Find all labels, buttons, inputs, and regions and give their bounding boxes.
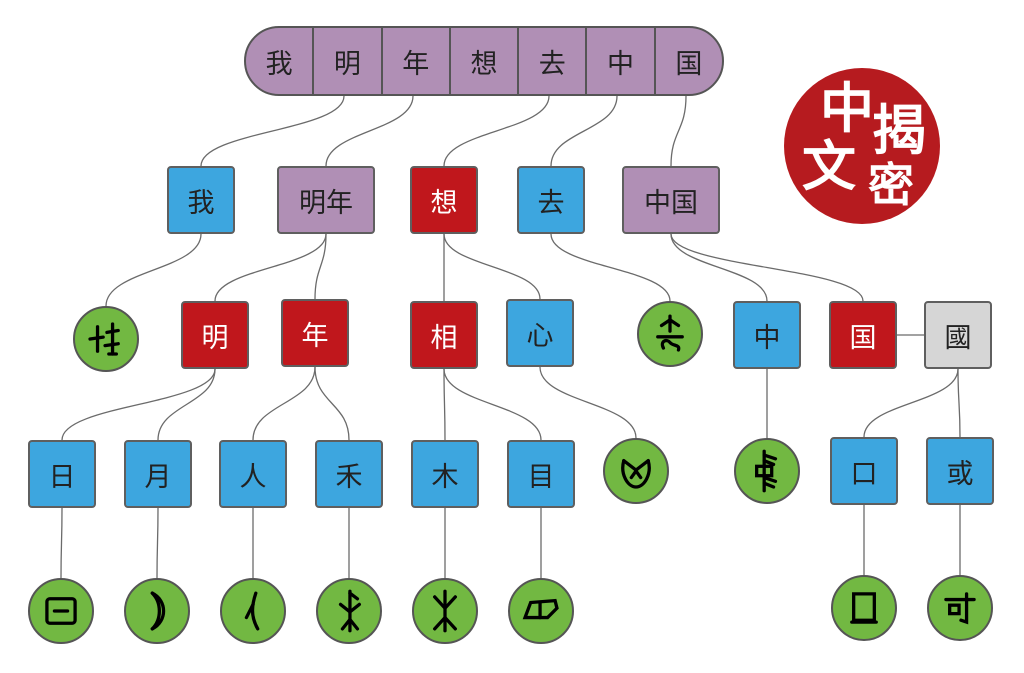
node-qu: 去 (517, 166, 585, 234)
oracle-he-icon (316, 578, 382, 644)
oracle-ri-icon (28, 578, 94, 644)
oracle-huo-icon (927, 575, 993, 641)
connector-line (443, 368, 542, 441)
oracle-xin-icon (603, 438, 669, 504)
connector-line (443, 233, 541, 300)
oracle-eye-icon (508, 578, 574, 644)
oracle-wo-icon (73, 306, 139, 372)
sentence-char: 明 (312, 28, 380, 94)
node-mu-wood: 木 (411, 440, 479, 508)
connector-line (252, 366, 316, 441)
node-xiang: 想 (410, 166, 478, 234)
connector-line (957, 368, 961, 438)
node-ren: 人 (219, 440, 287, 508)
node-ri: 日 (28, 440, 96, 508)
sentence-char: 中 (585, 28, 653, 94)
seal-char: 文 (802, 135, 856, 198)
node-yue: 月 (124, 440, 192, 508)
oracle-qu-icon (637, 301, 703, 367)
node-guo: 国 (829, 301, 897, 369)
connector-line (670, 233, 768, 302)
sentence-bar: 我 明 年 想 去 中 国 (244, 26, 724, 96)
logo-seal: 中 文 揭 密 (784, 68, 940, 224)
oracle-mu-icon (412, 578, 478, 644)
node-he: 禾 (315, 440, 383, 508)
node-wo: 我 (167, 166, 235, 234)
sentence-char: 国 (653, 28, 722, 94)
oracle-kou-icon (831, 575, 897, 641)
connector-line (105, 233, 202, 307)
connector-line (443, 95, 550, 167)
connector-line (863, 368, 959, 438)
oracle-zhong-icon (734, 438, 800, 504)
seal-char: 中 (820, 77, 874, 140)
seal-char: 揭 (872, 99, 926, 162)
node-xin: 心 (506, 299, 574, 367)
connector-line (314, 366, 350, 441)
connector-line (550, 233, 671, 302)
connector-line (200, 95, 345, 167)
connector-line (550, 95, 618, 167)
node-huo: 或 (926, 437, 994, 505)
connector-line (156, 507, 159, 579)
connector-line (214, 233, 327, 302)
node-kou: 口 (830, 437, 898, 505)
node-guo-traditional: 國 (924, 301, 992, 369)
oracle-ren-icon (220, 578, 286, 644)
node-mu-eye: 目 (507, 440, 575, 508)
node-zhongguo: 中国 (622, 166, 720, 234)
connector-line (325, 95, 414, 167)
node-nian: 年 (281, 299, 349, 367)
node-xiang-mutual: 相 (410, 301, 478, 369)
seal-char: 密 (868, 158, 914, 212)
sentence-char: 想 (448, 28, 517, 94)
connector-line (314, 233, 327, 300)
node-mingnian: 明年 (277, 166, 375, 234)
node-ming: 明 (181, 301, 249, 369)
connector-line (157, 368, 216, 441)
connector-line (539, 366, 637, 439)
connector-line (670, 95, 687, 167)
connector-line (443, 368, 446, 441)
connector-line (61, 368, 216, 441)
sentence-char: 我 (265, 48, 293, 80)
sentence-char: 年 (380, 28, 449, 94)
connector-line (60, 507, 63, 579)
sentence-char: 去 (517, 28, 585, 94)
connector-line (670, 233, 864, 302)
node-zhong: 中 (733, 301, 801, 369)
oracle-yue-icon (124, 578, 190, 644)
